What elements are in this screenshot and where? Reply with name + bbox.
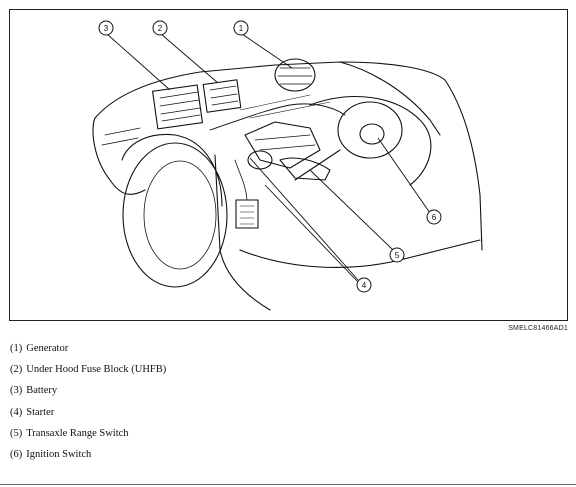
callout-circle-1: [233, 20, 249, 36]
a-pillar: [339, 61, 441, 136]
engine-block-detail: [254, 134, 316, 151]
figure-id: SMELC81466AD1: [508, 325, 568, 332]
legend-label: Starter: [26, 406, 55, 418]
leader-4b: [264, 184, 359, 283]
legend-number: (2): [10, 364, 23, 376]
legend-item: (2)Under Hood Fuse Block (UHFB): [10, 363, 166, 384]
callout-circle-4: [356, 277, 372, 293]
callout-label-5: 5: [395, 251, 400, 260]
callout-circle-3: [98, 20, 114, 36]
legend-number: (5): [10, 427, 23, 439]
windshield-edge: [444, 79, 483, 251]
battery-box: [152, 84, 203, 130]
legend-number: (3): [10, 385, 23, 397]
fender-outline: [92, 117, 146, 195]
legend-label: Battery: [26, 385, 58, 397]
leader-1: [241, 33, 293, 69]
callout-label-4: 4: [362, 281, 367, 290]
dashboard-curve: [309, 96, 432, 186]
legend-item: (4)Starter: [10, 406, 166, 427]
side-connector-wire: [234, 159, 248, 201]
callout-label-1: 1: [239, 24, 244, 33]
leader-3: [106, 33, 171, 91]
legend-item: (6)Ignition Switch: [10, 448, 166, 469]
legend-label: Under Hood Fuse Block (UHFB): [26, 364, 167, 376]
callout-circle-6: [426, 209, 442, 225]
legend-item: (1)Generator: [10, 342, 166, 363]
door-bottom: [239, 239, 481, 268]
callout-circle-5: [389, 247, 405, 263]
legend-label: Generator: [26, 343, 69, 354]
legend-number: (4): [10, 406, 23, 418]
engine-block: [244, 121, 321, 169]
wheel-arch: [121, 133, 223, 207]
front-tire-inner: [143, 160, 217, 270]
diagram-frame: 1 2 3 4 5 6: [9, 9, 568, 321]
component-legend: (1)Generator (2)Under Hood Fuse Block (U…: [10, 342, 166, 469]
steering-hub: [359, 123, 385, 145]
legend-item: (3)Battery: [10, 384, 166, 405]
generator-body: [274, 58, 316, 92]
fuse-block-detail: [209, 85, 239, 106]
side-connector-pins: [239, 205, 255, 225]
leader-2: [160, 33, 219, 84]
leader-5: [309, 169, 394, 251]
legend-number: (1): [10, 343, 23, 354]
fuse-block: [202, 79, 242, 113]
callout-circle-2: [152, 20, 168, 36]
door-line: [214, 154, 271, 311]
front-bumper-lines: [101, 127, 141, 146]
hood-shading: [239, 94, 331, 119]
legend-label: Transaxle Range Switch: [26, 427, 129, 439]
generator-detail: [277, 67, 313, 85]
callout-label-2: 2: [158, 24, 163, 33]
steering-column: [294, 149, 341, 181]
leader-4a: [249, 157, 359, 281]
callout-label-6: 6: [432, 213, 437, 222]
callout-label-3: 3: [104, 24, 109, 33]
engine-harness: [209, 103, 346, 131]
component-location-illustration: 1 2 3 4 5 6: [92, 20, 483, 311]
hood-outline: [94, 61, 446, 119]
front-tire: [122, 142, 228, 288]
legend-number: (6): [10, 448, 23, 460]
steering-wheel: [337, 101, 403, 159]
transaxle-housing: [279, 157, 331, 181]
bottom-divider: [0, 484, 576, 485]
legend-label: Ignition Switch: [26, 448, 92, 460]
leader-6: [377, 137, 431, 214]
legend-item: (5)Transaxle Range Switch: [10, 427, 166, 448]
battery-ribs: [159, 91, 201, 122]
